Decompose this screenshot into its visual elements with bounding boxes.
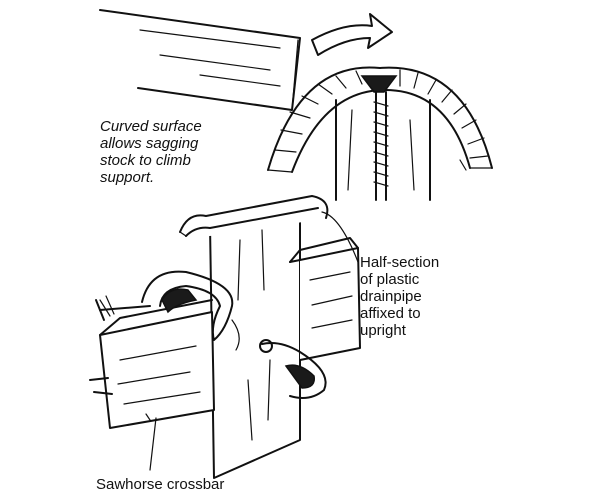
drainpipe-cap [179,195,329,242]
clamp-lower [259,339,327,399]
half-section-caption: Half-section of plastic drainpipe affixe… [360,254,440,339]
crossbar [89,299,215,429]
arrow-icon [311,13,393,56]
curved-surface-caption: Curved surface allows sagging stock to c… [100,118,202,186]
crossbar-right [289,237,361,361]
clamp-upper [95,270,234,341]
drainpipe-detail [267,66,493,201]
leader-lines [145,211,359,471]
board-top [99,9,301,111]
upright [209,204,301,479]
sawhorse-caption: Sawhorse crossbar [96,476,225,493]
